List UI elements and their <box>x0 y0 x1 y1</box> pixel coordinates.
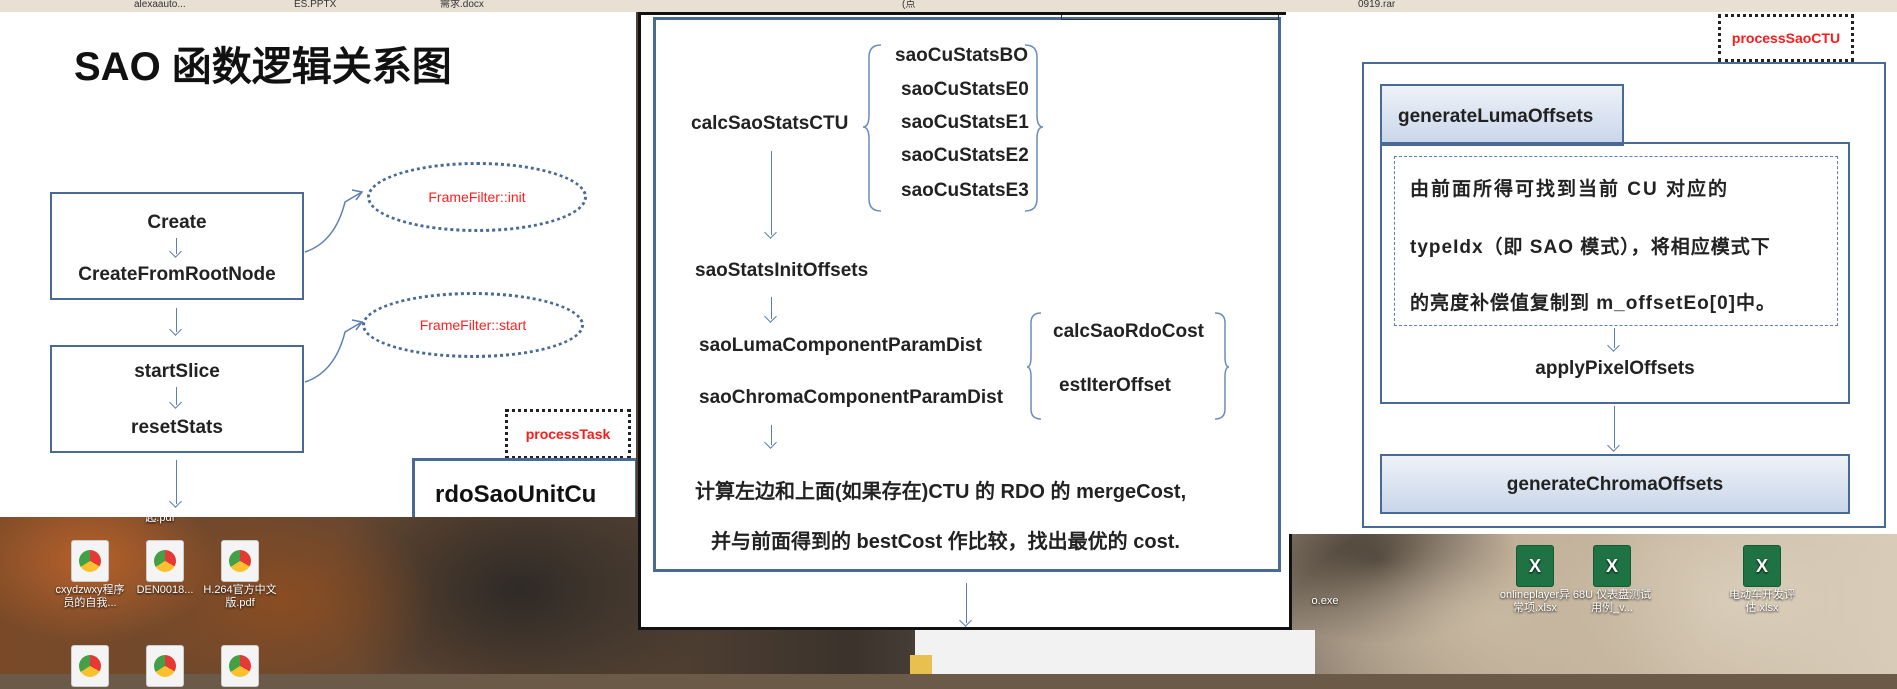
reset-stats-label: resetStats <box>131 417 223 438</box>
description-line-3: 的亮度补偿值复制到 m_offsetEo[0]中。 <box>1410 293 1776 314</box>
desktop-icon-pdf[interactable] <box>50 645 130 689</box>
slide-window-right[interactable]: processSaoCTU generateLumaOffsets 由前面所得可… <box>1286 12 1897 534</box>
slide-window-middle[interactable]: calcSaoStatsCTU saoCuStatsBO saoCuStatsE… <box>638 12 1292 630</box>
desktop-icon-pdf[interactable]: H.264官方中文版.pdf <box>200 540 280 610</box>
brace-icon <box>1026 312 1042 420</box>
luma-header-box: generateLumaOffsets <box>1380 84 1624 146</box>
rdo-sao-unit-box: rdoSaoUnitCu <box>412 458 636 517</box>
arrow-down-icon <box>966 583 967 623</box>
arrow-down-icon <box>771 425 772 445</box>
frame-filter-init-ellipse: FrameFilter::init <box>367 162 587 232</box>
best-cost-line: 并与前面得到的 bestCost 作比较，找出最优的 cost. <box>711 531 1180 553</box>
brace-icon <box>1214 312 1230 420</box>
desktop-top-strip: alexaauto... ES.PPTX 需求.docx (点 0919.rar <box>0 0 1897 12</box>
arrow-down-icon <box>771 151 772 235</box>
desktop-icon-pdf[interactable] <box>125 645 205 689</box>
stats-item: saoCuStatsE3 <box>901 180 1029 201</box>
rdo-sao-unit-label: rdoSaoUnitCu <box>435 481 597 508</box>
desktop-icon-label: 电动车开发评估.xlsx <box>1729 589 1795 614</box>
start-slice-box: startSlice resetStats <box>50 345 304 453</box>
arrow-down-icon <box>176 460 177 504</box>
excel-file-icon: X <box>1743 545 1781 587</box>
middle-top-tab <box>1061 15 1279 20</box>
connector-arrow-icon <box>304 189 364 253</box>
outer-frame <box>1362 62 1886 528</box>
frame-filter-start-label: FrameFilter::start <box>419 317 527 333</box>
desktop-icon-xlsx[interactable]: X onlineplayer异常项.xlsx <box>1495 545 1575 615</box>
sao-luma-param-label: saoLumaComponentParamDist <box>699 335 982 356</box>
desktop-icon-label: DEN0018... <box>136 584 194 596</box>
pdf-file-icon <box>71 540 109 582</box>
calc-sao-rdo-cost-label: calcSaoRdoCost <box>1053 321 1204 342</box>
pdf-file-icon <box>71 645 109 687</box>
pdf-file-icon <box>146 540 184 582</box>
desktop-icon-label: cxydzwxy程序员的自我... <box>55 584 125 609</box>
excel-file-icon: X <box>1593 545 1631 587</box>
arrow-down-icon <box>1614 328 1615 348</box>
middle-frame <box>653 17 1281 572</box>
arrow-down-icon <box>1614 406 1615 448</box>
process-task-label: processTask <box>525 426 611 442</box>
process-sao-ctu-label: processSaoCTU <box>1731 30 1841 46</box>
description-line-2: typeIdx（即 SAO 模式），将相应模式下 <box>1410 237 1771 258</box>
pdf-file-icon <box>221 645 259 687</box>
est-iter-offset-label: estIterOffset <box>1059 375 1171 396</box>
generate-chroma-label: generateChromaOffsets <box>1506 474 1724 495</box>
desktop-label[interactable]: alexaauto... <box>134 0 186 10</box>
slide-window-left[interactable]: SAO 函数逻辑关系图 Create CreateFromRootNode Fr… <box>0 12 636 517</box>
desktop-icon-xlsx[interactable]: X 电动车开发评估.xlsx <box>1722 545 1802 615</box>
luma-body-box: 由前面所得可找到当前 CU 对应的 typeIdx（即 SAO 模式），将相应模… <box>1380 142 1850 404</box>
stats-item: saoCuStatsE0 <box>901 79 1029 100</box>
desktop-label[interactable]: (点 <box>902 0 916 10</box>
create-from-root-label: CreateFromRootNode <box>78 264 276 285</box>
calc-sao-stats-label: calcSaoStatsCTU <box>691 113 849 134</box>
desktop-icon-label: H.264官方中文版.pdf <box>203 584 277 609</box>
slide-title: SAO 函数逻辑关系图 <box>74 45 452 89</box>
process-sao-ctu-tag: processSaoCTU <box>1718 14 1854 62</box>
connector-arrow-icon <box>304 319 364 383</box>
desktop-label[interactable]: 需求.docx <box>440 0 484 10</box>
folder-icon[interactable] <box>910 655 932 674</box>
arrow-down-icon <box>176 387 177 405</box>
taskbar-fragment <box>915 630 1315 674</box>
desktop-icon-label: onlineplayer异常项.xlsx <box>1499 589 1571 614</box>
arrow-down-icon <box>176 308 177 332</box>
stats-item: saoCuStatsBO <box>895 45 1029 66</box>
description-line-1: 由前面所得可找到当前 CU 对应的 <box>1410 179 1730 200</box>
merge-cost-line: 计算左边和上面(如果存在)CTU 的 RDO 的 mergeCost, <box>695 481 1187 503</box>
stats-item: saoCuStatsE2 <box>901 145 1029 166</box>
desktop-icon-label: o.exe <box>1311 595 1339 607</box>
brace-icon <box>1024 44 1044 212</box>
process-task-tag: processTask <box>505 409 631 459</box>
desktop-icon-xlsx[interactable]: X 68U 仪表盘测试用例_v... <box>1572 545 1652 615</box>
pdf-file-icon <box>146 645 184 687</box>
description-dashed-box <box>1394 156 1838 326</box>
create-label: Create <box>147 212 207 233</box>
generate-luma-label: generateLumaOffsets <box>1398 106 1594 127</box>
stats-item: saoCuStatsE1 <box>901 112 1029 133</box>
desktop-icon-pdf[interactable]: cxydzwxy程序员的自我... <box>50 540 130 610</box>
sao-stats-init-label: saoStatsInitOffsets <box>695 260 869 281</box>
desktop-label[interactable]: ES.PPTX <box>294 0 337 10</box>
sao-chroma-param-label: saoChromaComponentParamDist <box>699 387 1004 408</box>
brace-icon <box>862 44 882 212</box>
desktop-icon-exe[interactable]: o.exe <box>1300 595 1350 608</box>
desktop-icon-label: 68U 仪表盘测试用例_v... <box>1572 589 1652 614</box>
desktop-icon-pdf[interactable] <box>200 645 280 689</box>
chroma-box: generateChromaOffsets <box>1380 454 1850 514</box>
desktop-icon-pdf[interactable]: DEN0018... <box>125 540 205 597</box>
frame-filter-start-ellipse: FrameFilter::start <box>362 292 584 358</box>
desktop-label[interactable]: 0919.rar <box>1358 0 1396 10</box>
apply-pixel-offsets-label: applyPixelOffsets <box>1535 358 1695 379</box>
create-box: Create CreateFromRootNode <box>50 192 304 300</box>
excel-file-icon: X <box>1516 545 1554 587</box>
start-slice-label: startSlice <box>134 361 220 382</box>
pdf-file-icon <box>221 540 259 582</box>
frame-filter-init-label: FrameFilter::init <box>428 189 526 205</box>
arrow-down-icon <box>771 297 772 319</box>
arrow-down-icon <box>176 238 177 254</box>
